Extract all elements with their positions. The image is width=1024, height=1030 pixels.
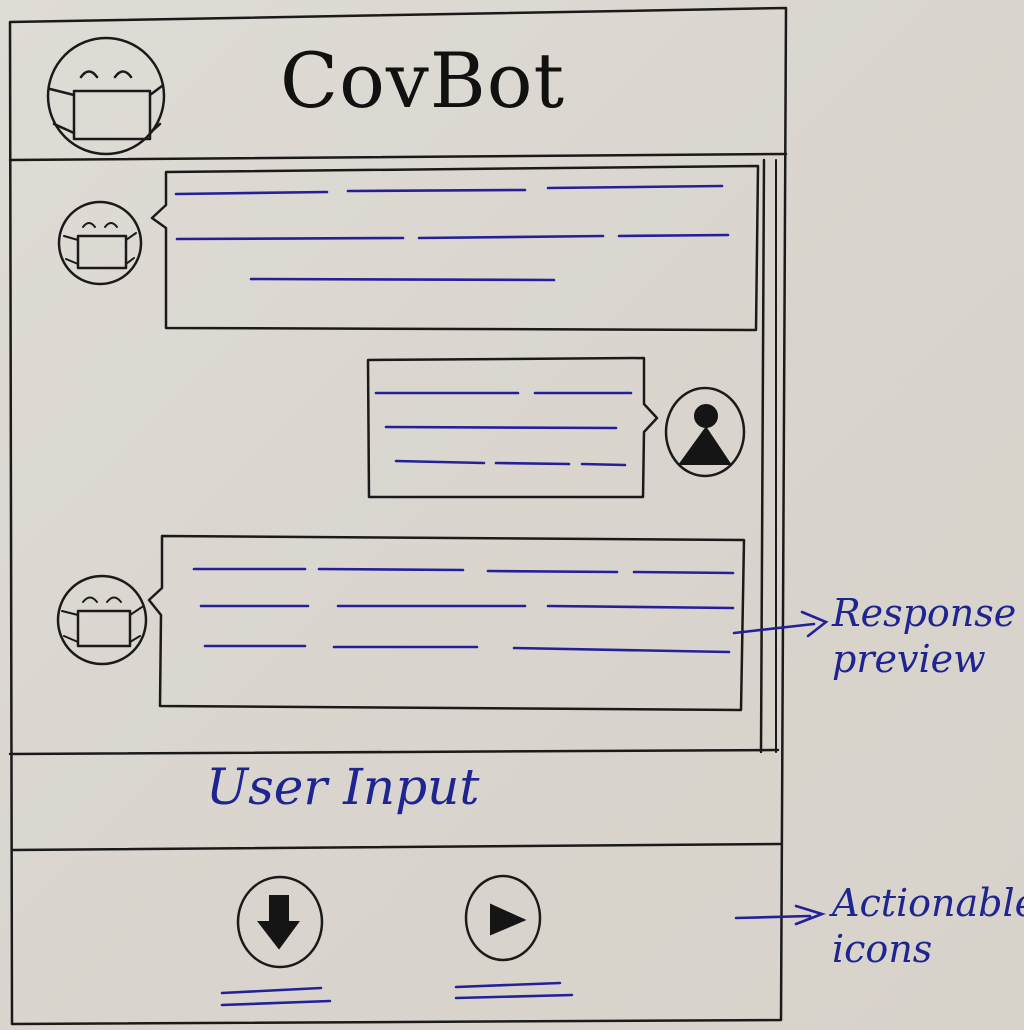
message-bubble-1 [150,164,760,332]
input-divider [10,842,782,852]
message-bubble-2 [366,356,659,499]
bot-message-3 [56,534,746,712]
message-text-lines-2 [374,391,633,467]
play-button[interactable] [454,874,574,1000]
message-text-lines-1 [174,184,730,282]
header-bot-eyes [79,70,133,79]
header-mask [72,89,152,141]
annotation-response-preview: Response preview [832,591,1017,681]
download-button-label-lines [220,986,332,1007]
header-divider [8,152,788,162]
play-button-label-lines [454,981,574,1000]
message-bubble-3 [147,534,746,712]
app-frame [8,6,788,1026]
header-bot-avatar [46,36,166,156]
bot-avatar-1 [57,200,143,286]
download-arrow-icon [256,895,300,950]
user-avatar [664,386,746,478]
person-head [694,404,718,428]
user-message-2 [366,356,746,499]
play-icon [490,903,527,936]
app-title: CovBot [280,36,565,125]
user-input-field[interactable]: User Input [206,758,480,816]
bot-avatar-3 [56,574,148,666]
annotation-arrow-response [732,610,829,638]
annotation-actionable-icons: Actionable icons [832,881,1024,971]
person-body [678,426,732,465]
bot-message-1 [57,164,760,332]
download-button[interactable] [220,875,332,1007]
message-text-lines-3 [192,567,735,654]
chat-area-divider [8,748,780,756]
chat-scrollbar[interactable] [759,158,777,754]
annotation-arrow-icons [734,904,826,926]
